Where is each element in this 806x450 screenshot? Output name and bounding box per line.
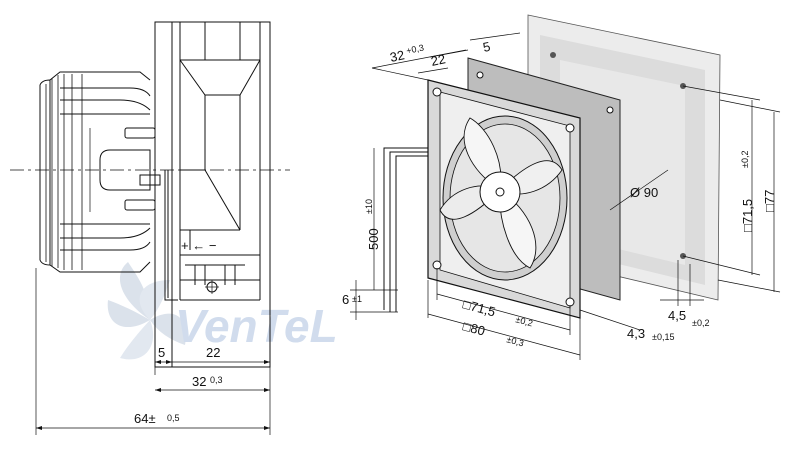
iso-dim-22: 22 (430, 51, 447, 69)
iso-dim-6-tol: ±1 (352, 294, 362, 304)
iso-dim-32-tol: +0,3 (405, 42, 424, 55)
iso-dim-77: □77 (762, 190, 777, 212)
iso-dim-500: 500 (366, 228, 381, 250)
iso-dim-71-5: □71,5 (461, 296, 497, 319)
watermark-text: VenTeL (175, 300, 338, 352)
dim-32: 32 (192, 374, 206, 389)
connector-detail (185, 264, 245, 294)
iso-dim-5: 5 (482, 39, 492, 55)
dim-32-tol: 0,3 (210, 375, 223, 385)
dim-64-tol: 0,5 (167, 413, 180, 423)
iso-dim-500-tol: ±10 (364, 199, 374, 214)
fan-housing (154, 21, 271, 368)
iso-dim-6: 6 (342, 292, 349, 307)
iso-dim-80: □80 (461, 318, 486, 338)
iso-dimensions: 32 +0,3 22 5 500 ±10 6 ±1 □71,5 ±0,2 □ (342, 32, 781, 360)
iso-view: 32 +0,3 22 5 500 ±10 6 ±1 □71,5 ±0,2 □ (342, 14, 781, 360)
iso-dim-4-5: 4,5 (668, 308, 686, 323)
iso-dim-4-3-tol: ±0,15 (652, 332, 674, 342)
side-view: + ← − 5 22 32 0,3 64± 0,5 (10, 21, 290, 435)
iso-dim-4-5-tol: ±0,2 (692, 318, 709, 328)
motor-guard (39, 71, 161, 273)
polarity-label: + ← − (181, 238, 216, 253)
iso-dim-32: 32 (389, 47, 406, 65)
iso-dim-90: Ø 90 (630, 185, 658, 200)
iso-dim-4-3: 4,3 (627, 326, 645, 341)
side-dimensions: 5 22 32 0,3 64± 0,5 (35, 268, 271, 435)
dim-64: 64± (134, 411, 156, 426)
iso-dim-71-5-v-tol: ±0,2 (740, 151, 750, 168)
iso-dim-80-tol: ±0,3 (505, 334, 524, 348)
dim-5: 5 (158, 345, 165, 360)
lead-wires (383, 147, 428, 312)
dim-22: 22 (206, 345, 220, 360)
iso-dim-71-5-v: □71,5 (740, 199, 755, 232)
iso-dim-71-5-tol: ±0,2 (514, 314, 533, 328)
mounting-holes (432, 71, 614, 307)
watermark-logo: VenTeL (107, 262, 338, 360)
